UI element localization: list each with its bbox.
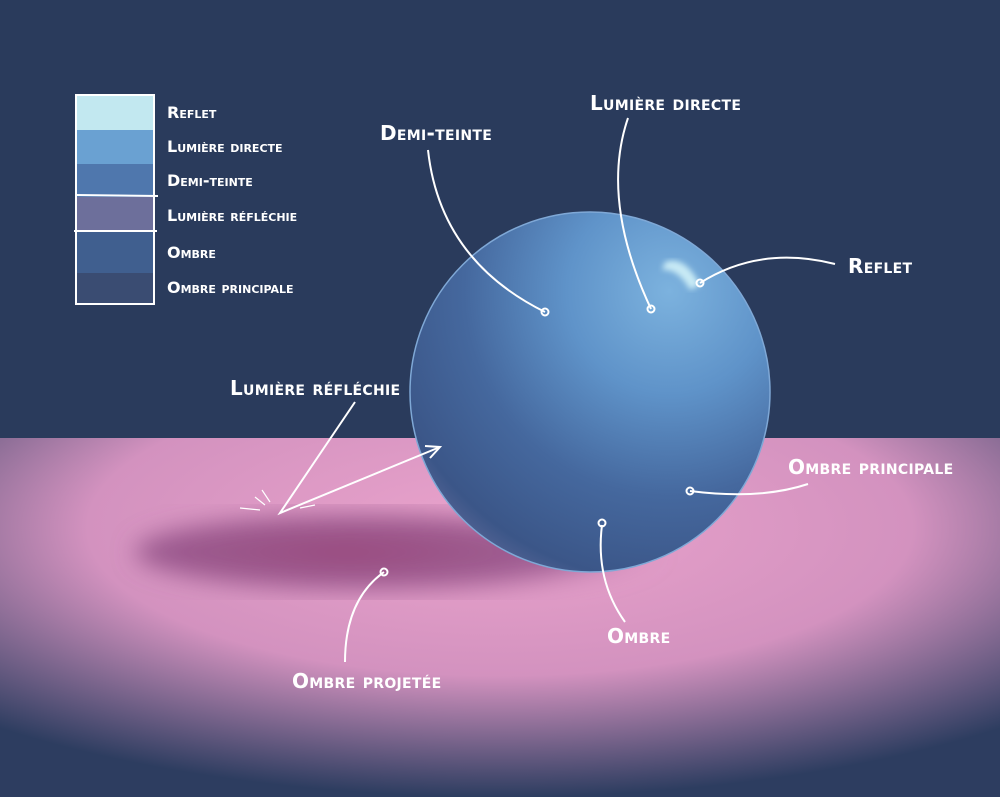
sphere (409, 211, 771, 573)
legend-label-reflet: Reflet (167, 103, 217, 122)
annotation-lines (239, 117, 836, 663)
label-lumiere-directe: Lumière directe (590, 91, 742, 115)
legend-label-ombre-principale: Ombre principale (167, 278, 294, 297)
legend-label-ombre: Ombre (167, 243, 216, 262)
label-reflet: Reflet (848, 254, 913, 278)
label-demi-teinte: Demi-teinte (380, 121, 493, 145)
highlight (662, 260, 700, 290)
annotation-dots (379, 278, 705, 577)
legend-label-lumiere-reflechie: Lumière réfléchie (167, 206, 298, 225)
legend-label-lumiere-directe: Lumière directe (167, 137, 283, 156)
legend-label-demi-teinte: Demi-teinte (167, 171, 253, 190)
legend-swatches (74, 94, 159, 305)
label-ombre-principale: Ombre principale (788, 455, 954, 479)
label-lumiere-reflechie: Lumière réfléchie (230, 376, 401, 400)
label-ombre: Ombre (607, 624, 671, 648)
label-ombre-projetee: Ombre projetée (292, 669, 442, 693)
